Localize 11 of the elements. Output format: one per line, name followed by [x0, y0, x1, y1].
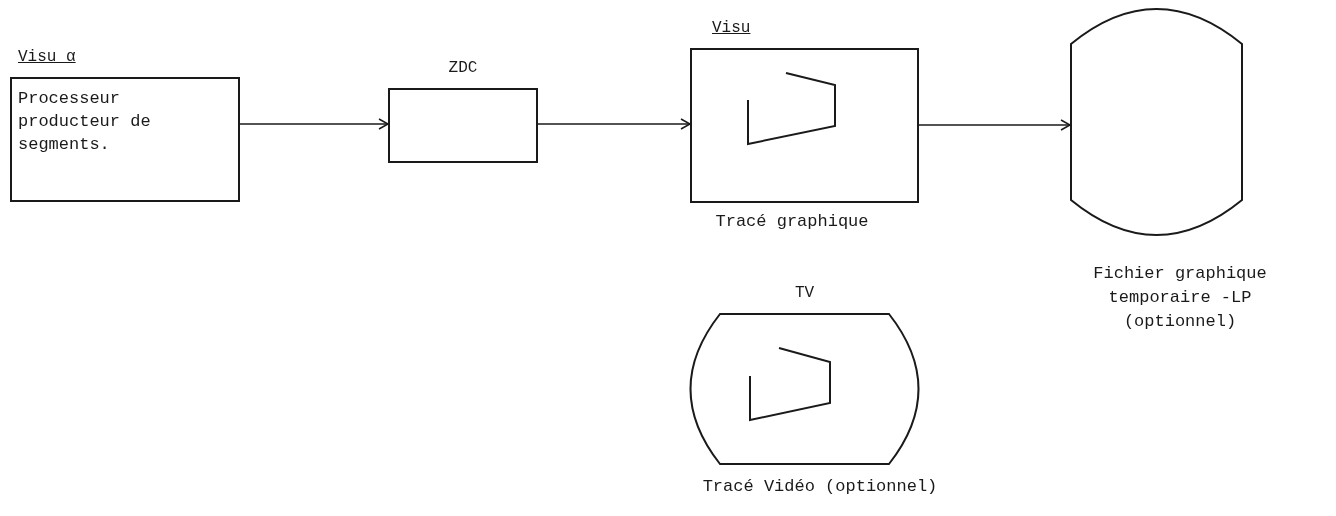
block-heading: ZDC: [447, 58, 479, 78]
node-label: Fichier graphique temporaire -LP (optionnel): [1092, 263, 1268, 333]
arrow: [537, 118, 691, 130]
node-label: Tracé Vidéo (optionnel): [701, 476, 939, 498]
arrow: [918, 119, 1071, 131]
block-heading: TV: [793, 283, 816, 303]
block-heading: Visu: [712, 18, 751, 38]
block-text: Processeur producteur de segments.: [18, 88, 152, 156]
arrow: [239, 118, 389, 130]
block-heading: Visu α: [18, 47, 76, 67]
node-label: Tracé graphique: [714, 211, 870, 233]
